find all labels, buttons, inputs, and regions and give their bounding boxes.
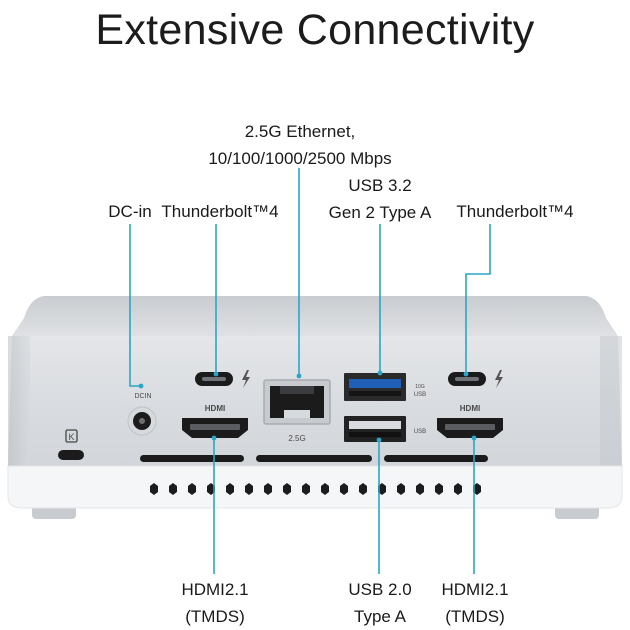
- svg-text:DCIN: DCIN: [134, 393, 151, 400]
- chassis-top: [12, 296, 618, 336]
- svg-text:USB: USB: [414, 429, 426, 435]
- svg-text:K: K: [68, 432, 74, 442]
- label-thunderbolt-right: Thunderbolt™4: [456, 202, 574, 221]
- label-hdmi-left: HDMI2.1(TMDS): [181, 580, 249, 626]
- svg-text:HDMI: HDMI: [205, 404, 225, 413]
- svg-text:2.5G: 2.5G: [288, 434, 305, 443]
- label-dc-in: DC-in: [108, 202, 152, 221]
- chassis-base: [7, 465, 623, 509]
- usb20-port: USB: [344, 416, 426, 442]
- callout-lines: [129, 168, 491, 574]
- thunderbolt-icon: [495, 370, 503, 388]
- ethernet-port: 2.5G: [263, 379, 331, 443]
- svg-text:10G: 10G: [415, 384, 425, 390]
- thunderbolt-port-left: [195, 370, 250, 388]
- slot-vent-center: [256, 455, 372, 462]
- dc-in-port: DCIN: [127, 393, 157, 436]
- label-hdmi-right: HDMI2.1(TMDS): [441, 580, 509, 626]
- svg-text:HDMI: HDMI: [460, 404, 480, 413]
- usb32-port: 10G USB: [344, 373, 426, 401]
- thunderbolt-icon: [242, 370, 250, 388]
- chassis-left-edge: [8, 336, 30, 468]
- chassis-right-edge: [600, 336, 622, 468]
- kensington-lock-icon: [65, 429, 78, 443]
- kensington-lock: K: [58, 429, 84, 460]
- vent-holes: [150, 483, 481, 495]
- slot-vent-right: [384, 455, 488, 462]
- thunderbolt-port-right: [448, 370, 503, 388]
- hdmi-port-left: HDMI: [182, 404, 248, 438]
- page-title: Extensive Connectivity: [95, 6, 535, 54]
- svg-text:USB: USB: [414, 392, 426, 398]
- hdmi-port-right: HDMI: [437, 404, 503, 438]
- label-thunderbolt-left: Thunderbolt™4: [161, 202, 279, 221]
- slot-vent-left: [140, 455, 244, 462]
- label-ethernet: 2.5G Ethernet,10/100/1000/2500 Mbps: [208, 122, 392, 168]
